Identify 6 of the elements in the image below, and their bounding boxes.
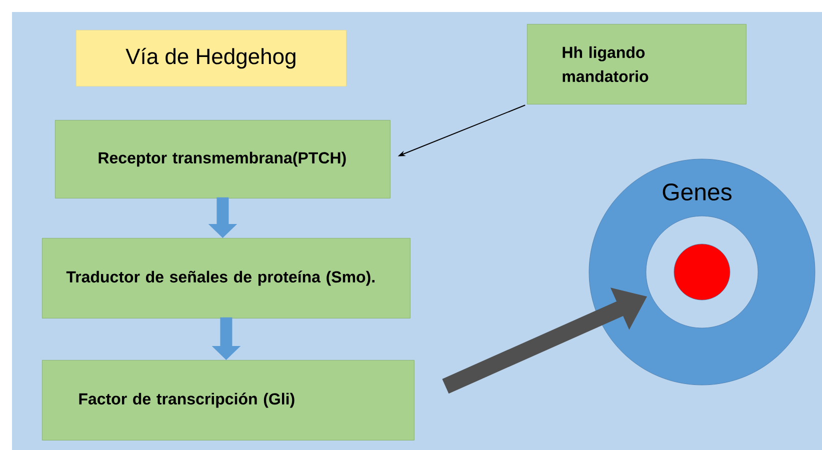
process-box: Receptor transmembrana(PTCH) <box>55 120 390 198</box>
process-box: Traductor de señales de proteína (Smo). <box>42 238 410 318</box>
process-box: Factor de transcripción (Gli) <box>42 360 414 440</box>
circle-label: Genes <box>662 184 732 200</box>
title-box: Vía de Hedgehog <box>76 30 346 86</box>
process-box: Hh ligando mandatorio <box>527 24 746 104</box>
